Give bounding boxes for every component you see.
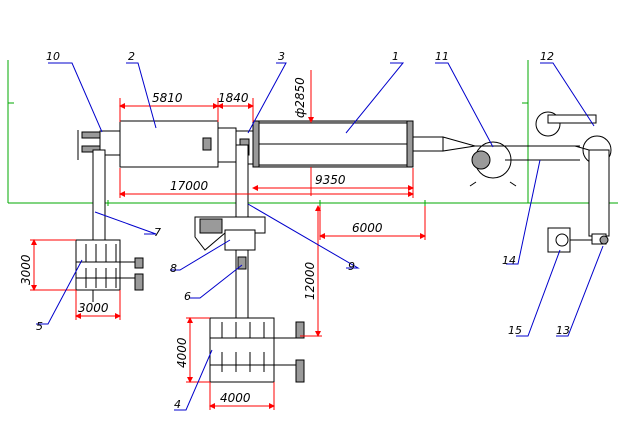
crusher-8 (194, 216, 266, 251)
conveyor-7 (92, 149, 106, 243)
dim-3000-horizontal: 3000 (78, 301, 109, 315)
callout-leaders (36, 62, 604, 411)
callout-9: 9 (348, 260, 355, 273)
dim-5810: 5810 (152, 91, 183, 105)
rotary-drum (252, 120, 476, 168)
dryer-unit (119, 120, 237, 168)
inlet-unit (77, 130, 121, 160)
fan-12 (535, 111, 612, 245)
callout-10: 10 (46, 50, 60, 63)
conveyor-9 (235, 144, 249, 319)
dim-2850: ф2850 (293, 77, 307, 118)
callout-14: 14 (502, 254, 516, 267)
dim-6000: 6000 (352, 221, 383, 235)
callout-4: 4 (174, 398, 181, 411)
cyclone-11 (469, 141, 580, 187)
dim-1840: 1840 (218, 91, 249, 105)
callout-2: 2 (128, 50, 135, 63)
dim-17000: 17000 (170, 179, 209, 193)
callout-15: 15 (508, 324, 522, 337)
callout-11: 11 (435, 50, 449, 63)
mixer-5 (75, 239, 144, 302)
dim-9350: 9350 (315, 173, 346, 187)
dim-12000: 12000 (303, 261, 317, 300)
callout-13: 13 (556, 324, 570, 337)
pump-15 (547, 227, 592, 253)
callout-6: 6 (184, 290, 191, 303)
dim-3000-vertical: 3000 (19, 254, 33, 285)
callout-5: 5 (36, 320, 43, 333)
callout-1: 1 (392, 50, 399, 63)
callout-8: 8 (170, 262, 177, 275)
callout-12: 12 (540, 50, 554, 63)
dimension-lines (30, 70, 426, 410)
dim-4000-horizontal: 4000 (220, 391, 251, 405)
callout-3: 3 (278, 50, 285, 63)
dim-4000-vertical: 4000 (175, 337, 189, 368)
callout-7: 7 (154, 226, 161, 239)
mixer-4 (209, 317, 305, 383)
